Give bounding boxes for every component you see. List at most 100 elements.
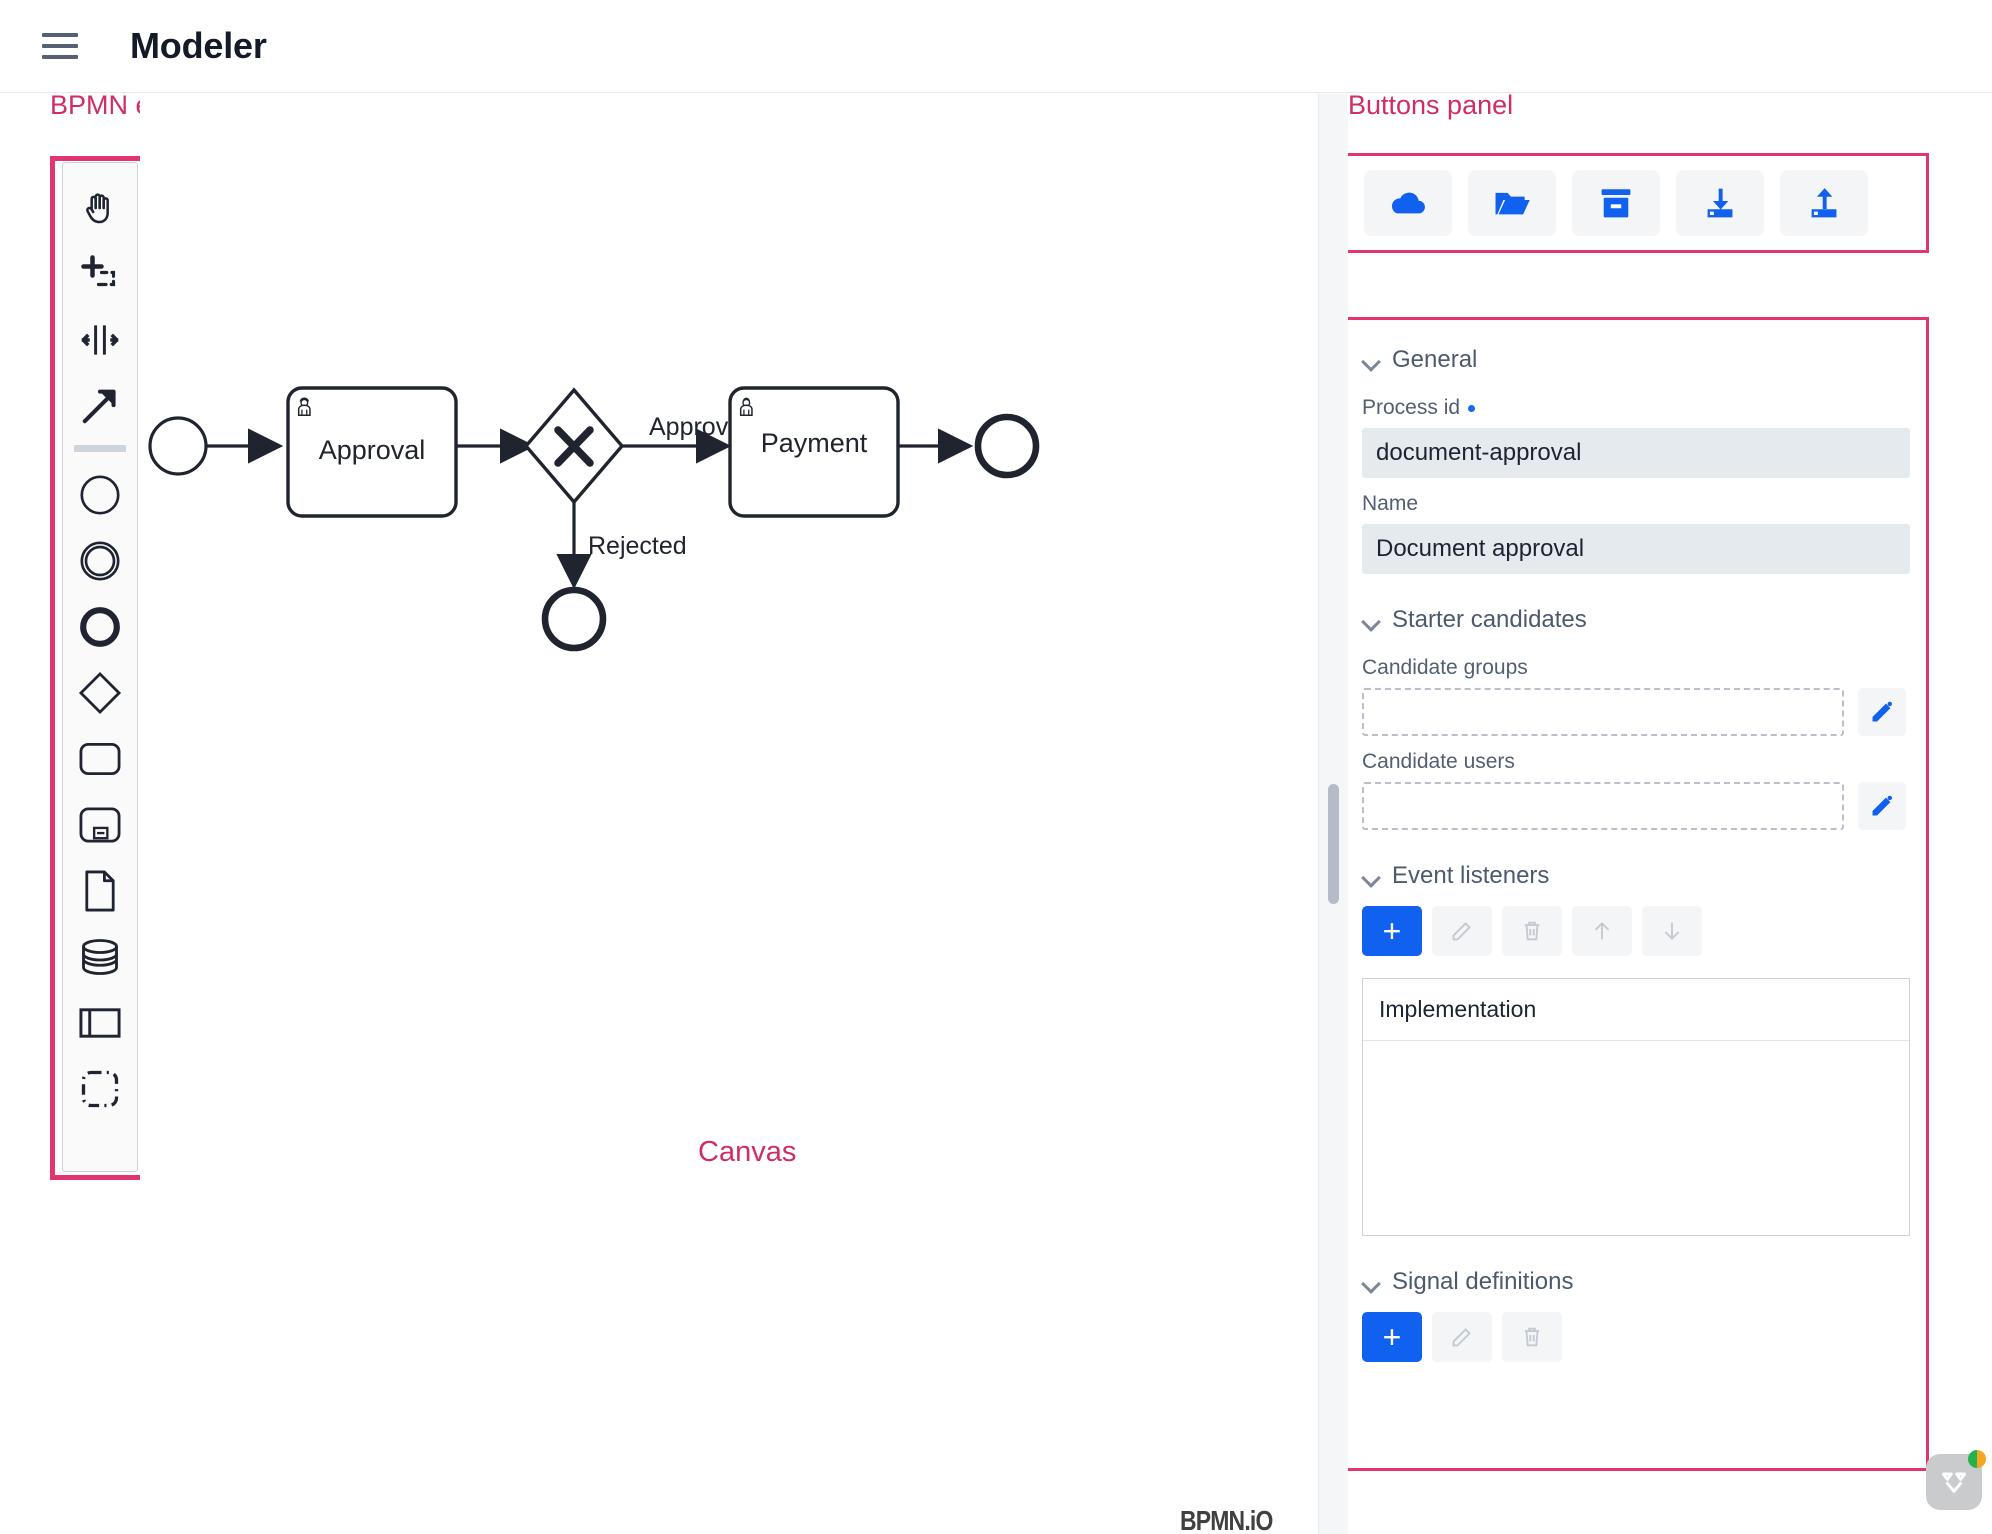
process-id-label-text: Process id — [1362, 396, 1461, 419]
section-general-label: General — [1392, 346, 1478, 373]
plus-icon: + — [1382, 1319, 1402, 1355]
move-up-event-listener-button[interactable] — [1572, 906, 1632, 956]
end-event-approved — [974, 413, 1040, 479]
plus-icon: + — [1382, 913, 1402, 949]
pool-icon[interactable] — [67, 990, 133, 1056]
candidate-groups-label: Candidate groups — [1362, 656, 1528, 679]
event-listeners-toolbar: + — [1348, 898, 1926, 956]
candidate-users-input[interactable] — [1362, 782, 1844, 830]
hamburger-bar — [42, 33, 78, 37]
trash-icon — [1524, 1327, 1540, 1347]
cloud-icon — [1391, 192, 1425, 214]
chevron-down-icon — [1362, 871, 1380, 882]
chevron-down-icon — [1362, 615, 1380, 626]
annotation-buttons-label: Buttons panel — [1348, 90, 1514, 120]
process-id-label: Process id — [1348, 382, 1926, 428]
delete-signal-definition-button[interactable] — [1502, 1312, 1562, 1362]
dashed-rect-icon[interactable] — [67, 1056, 133, 1122]
candidate-groups-row — [1348, 688, 1926, 736]
candidate-users-row — [1348, 782, 1926, 830]
delete-event-listener-button[interactable] — [1502, 906, 1562, 956]
upload-icon — [1811, 188, 1837, 218]
rounded-rect-icon[interactable] — [67, 726, 133, 792]
hamburger-bar — [42, 55, 78, 59]
annotation-canvas-label: Canvas — [698, 1136, 797, 1168]
candidate-groups-input[interactable] — [1362, 688, 1844, 736]
signal-definitions-toolbar: + — [1348, 1304, 1926, 1362]
name-label: Name — [1348, 478, 1926, 524]
arrow-up-icon — [1595, 922, 1609, 940]
exclusive-gateway — [523, 387, 625, 505]
edit-signal-definition-button[interactable] — [1432, 1312, 1492, 1362]
folder-open-icon — [1495, 192, 1530, 215]
section-signal-definitions[interactable]: Signal definitions — [1348, 1260, 1926, 1304]
archive-button[interactable] — [1572, 170, 1660, 236]
archive-box-icon — [1601, 189, 1631, 218]
add-signal-definition-button[interactable]: + — [1362, 1312, 1422, 1362]
buttons-panel[interactable] — [1348, 156, 1926, 250]
pencil-icon — [1872, 795, 1893, 816]
space-tool-icon[interactable] — [67, 307, 133, 373]
section-general[interactable]: General — [1348, 338, 1926, 382]
circle-thin-icon[interactable] — [67, 462, 133, 528]
required-dot-icon — [1468, 404, 1476, 412]
section-event-listeners[interactable]: Event listeners — [1348, 854, 1926, 898]
lasso-select-icon[interactable] — [67, 241, 133, 307]
download-button[interactable] — [1676, 170, 1764, 236]
properties-panel[interactable]: General Process id Name Starter candidat… — [1348, 320, 1926, 1468]
candidate-users-edit-button[interactable] — [1858, 782, 1906, 830]
bpmn-canvas[interactable]: Approval Approved Payment — [140, 94, 1318, 1534]
subprocess-icon[interactable] — [67, 792, 133, 858]
name-label-text: Name — [1362, 492, 1419, 515]
start-event — [148, 416, 208, 476]
double-circle-icon[interactable] — [67, 528, 133, 594]
section-starter-candidates-label: Starter candidates — [1392, 606, 1587, 633]
bpmn-palette[interactable] — [62, 162, 138, 1172]
task-payment: Payment — [728, 386, 900, 518]
move-down-event-listener-button[interactable] — [1642, 906, 1702, 956]
open-file-button[interactable] — [1468, 170, 1556, 236]
candidate-users-label: Candidate users — [1362, 750, 1515, 773]
hamburger-bar — [42, 44, 78, 48]
candidate-groups-edit-button[interactable] — [1858, 688, 1906, 736]
svg-text:Approval: Approval — [319, 435, 426, 465]
section-starter-candidates[interactable]: Starter candidates — [1348, 598, 1926, 642]
svg-text:Payment: Payment — [761, 428, 868, 458]
deploy-to-cloud-button[interactable] — [1364, 170, 1452, 236]
bpmn-diagram[interactable]: Approval Approved Payment — [140, 94, 1318, 1534]
palette-divider — [74, 445, 126, 452]
end-event-rejected — [541, 586, 607, 652]
event-listeners-list[interactable]: Implementation — [1362, 978, 1910, 1236]
edit-event-listener-button[interactable] — [1432, 906, 1492, 956]
pencil-icon — [1872, 701, 1893, 722]
section-signal-definitions-label: Signal definitions — [1392, 1268, 1574, 1295]
section-event-listeners-label: Event listeners — [1392, 862, 1550, 889]
arrow-diagonal-icon[interactable] — [67, 373, 133, 439]
database-icon[interactable] — [67, 924, 133, 990]
canvas-gutter — [1318, 94, 1348, 1534]
bpmnio-logo: BPMN.iO — [1180, 1507, 1284, 1534]
flow-label-rejected: Rejected — [588, 532, 687, 560]
chevron-down-icon — [1362, 355, 1380, 366]
arrow-down-icon — [1665, 922, 1679, 940]
diamond-icon[interactable] — [67, 660, 133, 726]
page-title: Modeler — [130, 25, 267, 66]
name-input[interactable] — [1362, 524, 1910, 574]
event-listeners-list-header: Implementation — [1363, 979, 1909, 1041]
pencil-icon — [1452, 922, 1471, 941]
document-icon[interactable] — [67, 858, 133, 924]
online-status-dot — [1968, 1450, 1986, 1468]
add-event-listener-button[interactable]: + — [1362, 906, 1422, 956]
app-header: Modeler — [0, 0, 1992, 93]
trash-icon — [1524, 921, 1540, 941]
hand-icon[interactable] — [67, 175, 133, 241]
task-approval: Approval — [286, 386, 458, 518]
bpmnio-logo-text: BPMN.iO — [1180, 1505, 1273, 1534]
canvas-scrollbar-thumb[interactable] — [1328, 784, 1339, 904]
hamburger-icon[interactable] — [42, 33, 78, 59]
circle-thick-icon[interactable] — [67, 594, 133, 660]
download-icon — [1707, 188, 1733, 218]
upload-button[interactable] — [1780, 170, 1868, 236]
pencil-icon — [1452, 1328, 1471, 1347]
process-id-input[interactable] — [1362, 428, 1910, 478]
